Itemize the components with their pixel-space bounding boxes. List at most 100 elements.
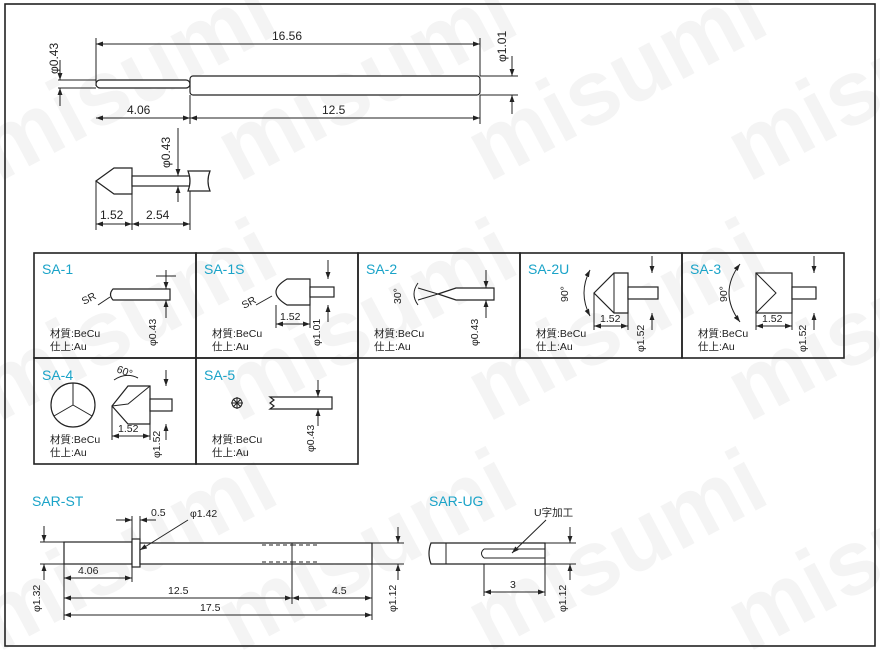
tip-diameter: φ1.52 — [635, 325, 647, 352]
total-length-label: 17.5 — [200, 602, 221, 614]
sheet-border — [4, 3, 876, 647]
tip-finish: 仕上:Au — [698, 340, 735, 353]
tip-diameter: φ0.43 — [147, 319, 159, 346]
tip-finish: 仕上:Au — [212, 340, 249, 353]
angle-line — [417, 293, 439, 301]
ring-diameter-label: φ1.42 — [190, 508, 217, 520]
tip-end-view-segment — [72, 404, 93, 417]
tip-sa-5: SA-5 φ0.43 材質:BeCu 仕上:Au — [204, 367, 333, 459]
tip-shape — [275, 278, 311, 306]
tip-label: SA-1 — [42, 261, 73, 277]
tip-diameter: φ1.52 — [797, 325, 809, 352]
sar-ug-note: U字加工 — [534, 506, 573, 519]
sar-ug-slot — [481, 548, 485, 559]
sar-st-body-right — [139, 542, 373, 565]
tip-material: 材質:BeCu — [212, 433, 262, 446]
angle-line — [417, 287, 439, 295]
table-cell-sa-3 — [681, 252, 845, 359]
right-diameter-label: φ1.12 — [387, 585, 399, 612]
probe-tip — [95, 79, 191, 89]
tip-sa-2u: SA-2U 90° 1.52 φ1.52 材質:BeCu 仕上:Au — [528, 256, 659, 353]
tip-label: SA-3 — [690, 261, 721, 277]
angle-arc — [583, 269, 591, 317]
tip-finish: 仕上:Au — [374, 340, 411, 353]
tip-angle: 90° — [718, 286, 730, 302]
sar-ug-label: SAR-UG — [429, 493, 483, 509]
sar-ug-length-label: 3 — [510, 579, 516, 591]
tip-finish: 仕上:Au — [212, 446, 249, 459]
detail-cone-tip — [94, 167, 133, 195]
tip-shape — [109, 288, 171, 301]
angle-arc — [728, 263, 741, 323]
tip-angle: 60° — [115, 364, 134, 381]
sar-ug-view: SAR-UG U字加工 3 φ1.12 — [428, 493, 576, 612]
tip-diameter: φ1.01 — [311, 319, 323, 346]
tip-length-label: 4.06 — [78, 565, 99, 577]
tip-length: 1.52 — [118, 423, 139, 435]
overall-length-label: 16.56 — [272, 29, 302, 43]
table-cell-sa-5 — [195, 357, 359, 465]
left-diameter-label: φ1.32 — [31, 585, 43, 612]
leader-line — [139, 519, 189, 551]
tip-material: 材質:BeCu — [536, 327, 586, 340]
tip-angle: 30° — [392, 288, 404, 304]
angle-arc — [113, 374, 139, 381]
tip-label: SA-5 — [204, 367, 235, 383]
tip-finish: 仕上:Au — [50, 446, 87, 459]
angle-arc — [413, 282, 419, 306]
tip-shape — [268, 396, 333, 410]
tip-label: SA-4 — [42, 367, 73, 383]
tip-shape — [436, 287, 495, 301]
probe-barrel — [189, 75, 481, 96]
tip-shaft — [791, 286, 817, 300]
body-length-label: 12.5 — [168, 585, 189, 597]
head-diameter-label: φ0.43 — [47, 43, 61, 74]
end-length-label: 4.5 — [332, 585, 347, 597]
tip-diameter: φ0.43 — [469, 319, 481, 346]
tip-diameter: φ1.52 — [151, 431, 163, 458]
sar-st-view: SAR-ST 0.5 φ1.42 φ1.32 φ1.12 — [31, 493, 404, 620]
tip-finish: 仕上:Au — [536, 340, 573, 353]
tip-length: 1.52 — [280, 311, 301, 323]
tip-shaft — [309, 286, 335, 298]
leader-line — [511, 519, 547, 554]
tip-facet — [111, 385, 151, 407]
leader-line — [255, 295, 273, 306]
detail-length-b-label: 2.54 — [146, 208, 170, 222]
tip-label: SA-2 — [366, 261, 397, 277]
tip-material: 材質:BeCu — [50, 433, 100, 446]
detail-view: φ0.43 1.52 2.54 — [94, 128, 211, 230]
tip-label: SA-2U — [528, 261, 569, 277]
sar-st-label: SAR-ST — [32, 493, 84, 509]
top-view: 16.56 φ0.43 φ1.01 4.06 12.5 — [47, 29, 518, 124]
tip-diameter: φ0.43 — [305, 425, 317, 452]
ring-width-label: 0.5 — [151, 507, 166, 519]
sar-ug-diameter-label: φ1.12 — [557, 585, 569, 612]
tip-material: 材質:BeCu — [698, 327, 748, 340]
tip-shaft — [149, 398, 173, 412]
detail-shaft — [131, 175, 191, 187]
tip-material: 材質:BeCu — [374, 327, 424, 340]
tip-finish: 仕上:Au — [50, 340, 87, 353]
detail-diameter-label: φ0.43 — [159, 137, 173, 168]
barrel-diameter-label: φ1.01 — [495, 31, 509, 62]
sar-st-ring — [131, 538, 141, 568]
tip-v-notch — [755, 272, 777, 314]
barrel-length-label: 12.5 — [322, 103, 346, 117]
tip-end-view-segment — [232, 398, 242, 408]
tip-material: 材質:BeCu — [212, 327, 262, 340]
detail-length-a-label: 1.52 — [100, 208, 124, 222]
tip-end-view-segment — [53, 404, 74, 417]
tip-material: 材質:BeCu — [50, 327, 100, 340]
leader-line — [97, 296, 111, 306]
tip-sa-2: SA-2 30° φ0.43 材質:BeCu 仕上:Au — [366, 261, 495, 353]
tip-length-label: 4.06 — [127, 103, 151, 117]
tip-label: SA-1S — [204, 261, 244, 277]
tip-shaft — [627, 286, 659, 300]
tip-sa-4: SA-4 60° 1.52 φ1.52 材質:BeCu 仕上:Au — [42, 364, 173, 459]
detail-head — [187, 170, 211, 192]
tip-sa-3: SA-3 90° 1.52 φ1.52 材質:BeCu 仕上:Au — [690, 256, 817, 353]
tip-length: 1.52 — [600, 313, 621, 325]
